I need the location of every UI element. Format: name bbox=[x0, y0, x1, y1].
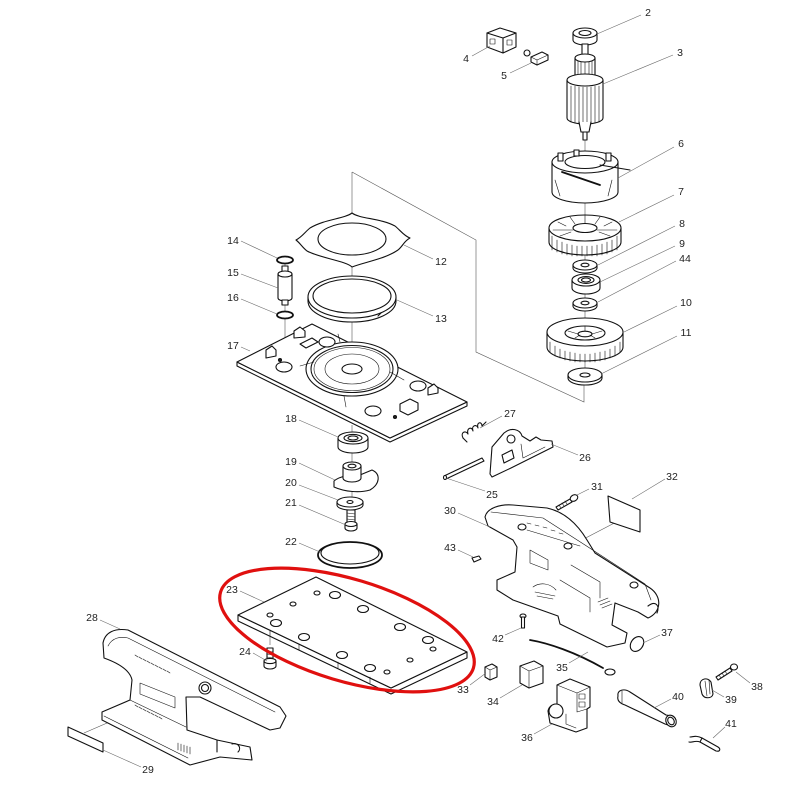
callout-5: 5 bbox=[501, 70, 507, 82]
part-7-fan bbox=[548, 214, 622, 257]
part-38-screw bbox=[715, 663, 739, 681]
callout-22: 22 bbox=[285, 536, 297, 548]
part-34-box bbox=[519, 660, 544, 689]
part-29-label-plate bbox=[67, 726, 104, 753]
callout-44: 44 bbox=[679, 253, 691, 265]
part-5-carbon-brush bbox=[523, 49, 549, 66]
callout-18: 18 bbox=[285, 413, 297, 425]
part-21-screw bbox=[344, 509, 358, 532]
callout-20: 20 bbox=[285, 477, 297, 489]
callout-29: 29 bbox=[142, 764, 154, 776]
callout-34: 34 bbox=[487, 696, 499, 708]
callout-10: 10 bbox=[680, 297, 692, 309]
callout-19: 19 bbox=[285, 456, 297, 468]
part-10-gear bbox=[546, 317, 624, 363]
callout-2: 2 bbox=[645, 7, 651, 19]
callout-3: 3 bbox=[677, 47, 683, 59]
part-18-bearing bbox=[337, 431, 369, 454]
part-30-motor-housing bbox=[484, 504, 660, 648]
callout-6: 6 bbox=[678, 138, 684, 150]
callout-33: 33 bbox=[457, 684, 469, 696]
part-22-ring bbox=[317, 541, 383, 569]
callout-9: 9 bbox=[679, 238, 685, 250]
part-4-brush-holder bbox=[486, 27, 517, 54]
callout-40: 40 bbox=[672, 691, 684, 703]
callout-17: 17 bbox=[227, 340, 239, 352]
callout-25: 25 bbox=[486, 489, 498, 501]
part-25-rod bbox=[442, 457, 485, 481]
callout-42: 42 bbox=[492, 633, 504, 645]
callout-13: 13 bbox=[435, 313, 447, 325]
callout-43: 43 bbox=[444, 542, 456, 554]
part-37-o-ring bbox=[629, 636, 645, 652]
callout-15: 15 bbox=[227, 267, 239, 279]
part-44-washer bbox=[572, 297, 598, 312]
part-35-cord bbox=[529, 639, 616, 676]
part-33-block bbox=[484, 663, 498, 681]
callout-8: 8 bbox=[679, 218, 685, 230]
part-26-lever-bracket bbox=[489, 428, 554, 478]
part-16-o-ring bbox=[276, 310, 294, 320]
part-40-hose-tube bbox=[617, 689, 677, 728]
highlight-ellipse-part-23 bbox=[218, 566, 476, 694]
part-12-pad-plate bbox=[295, 212, 411, 268]
part-17-base-plate bbox=[236, 323, 468, 443]
part-2-bearing bbox=[572, 27, 598, 46]
part-14-o-ring bbox=[276, 255, 294, 265]
part-43-pin bbox=[471, 555, 482, 563]
callout-30: 30 bbox=[444, 505, 456, 517]
callout-24: 24 bbox=[239, 646, 251, 658]
part-9-bearing bbox=[571, 273, 601, 295]
callout-12: 12 bbox=[435, 256, 447, 268]
callout-7: 7 bbox=[678, 186, 684, 198]
callout-14: 14 bbox=[227, 235, 239, 247]
part-11-washer bbox=[567, 367, 603, 386]
part-39-cord-clamp bbox=[699, 678, 714, 699]
part-27-spring bbox=[461, 421, 487, 443]
callout-35: 35 bbox=[556, 662, 568, 674]
part-15-pin bbox=[277, 265, 293, 306]
callout-37: 37 bbox=[661, 627, 673, 639]
callout-16: 16 bbox=[227, 292, 239, 304]
callout-39: 39 bbox=[725, 694, 737, 706]
part-20-washer bbox=[336, 496, 364, 511]
callout-11: 11 bbox=[681, 327, 692, 339]
part-23-sanding-pad bbox=[237, 576, 468, 695]
callout-38: 38 bbox=[751, 681, 763, 693]
callout-23: 23 bbox=[226, 584, 238, 596]
part-8-washer bbox=[572, 259, 598, 274]
part-6-field-housing bbox=[551, 149, 631, 204]
part-31-screw bbox=[555, 494, 579, 511]
callout-4: 4 bbox=[463, 53, 469, 65]
subassembly-bracket-line bbox=[351, 171, 585, 403]
callout-labels: 2 3 4 5 6 7 8 9 44 10 11 12 13 14 15 16 … bbox=[86, 7, 763, 776]
callout-27: 27 bbox=[504, 408, 516, 420]
callout-28: 28 bbox=[86, 612, 98, 624]
part-19-eccentric bbox=[333, 461, 379, 493]
part-36-switch bbox=[547, 678, 591, 733]
part-3-armature bbox=[566, 43, 604, 141]
part-42-screw bbox=[519, 613, 527, 629]
part-32-label-plate bbox=[607, 495, 641, 533]
callout-36: 36 bbox=[521, 732, 533, 744]
callout-21: 21 bbox=[285, 497, 297, 509]
callout-32: 32 bbox=[666, 471, 678, 483]
callout-26: 26 bbox=[579, 452, 591, 464]
part-41-cord-end bbox=[688, 735, 721, 752]
part-13-ring bbox=[307, 275, 397, 323]
part-28-handle-housing bbox=[101, 628, 287, 766]
callout-41: 41 bbox=[725, 718, 737, 730]
callout-leader-lines bbox=[99, 14, 751, 768]
callout-31: 31 bbox=[591, 481, 603, 493]
